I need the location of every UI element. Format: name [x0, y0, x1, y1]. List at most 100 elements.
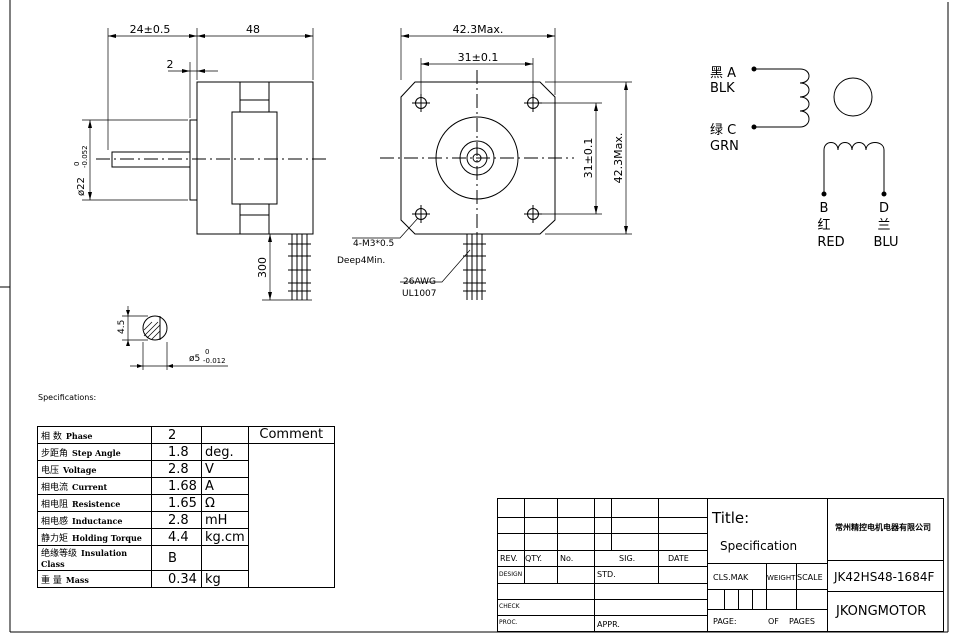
spec-unit: Ω	[201, 494, 249, 512]
spec-value: 1.8	[151, 443, 202, 461]
note-depth: Deep4Min.	[337, 256, 385, 266]
wire-c-cn: 绿 C	[710, 123, 736, 138]
note-holes: 4-M3*0.5	[353, 239, 394, 249]
wire-a-cn: 黑 A	[710, 66, 736, 81]
tb-no: No.	[560, 554, 574, 563]
spec-parameter-en: Step Angle	[72, 447, 121, 458]
tb-pages: PAGES	[789, 617, 815, 626]
dim-diameter-tol-top: 0	[73, 162, 81, 166]
spec-value: 0.34	[151, 570, 202, 588]
spec-parameter-en: Voltage	[63, 464, 97, 475]
spec-parameter-cn: 重 量	[41, 575, 62, 586]
front-view	[352, 28, 632, 300]
spec-unit: kg	[201, 570, 249, 588]
spec-comment-cell	[247, 443, 335, 588]
shaft-detail	[122, 306, 228, 370]
tb-of: OF	[768, 617, 779, 626]
spec-value: 1.65	[151, 494, 202, 512]
spec-unit: A	[201, 477, 249, 495]
spec-unit: mH	[201, 511, 249, 529]
dim-body-length: 48	[246, 23, 260, 36]
spec-parameter-en: Resistence	[72, 498, 121, 509]
wiring-diagram	[754, 68, 885, 194]
dim-diameter-text: ø22	[76, 177, 87, 196]
tb-title-value: Specification	[720, 539, 798, 553]
spec-unit	[201, 426, 249, 444]
tb-qty: QTY.	[525, 554, 542, 563]
spec-value: 2	[151, 426, 202, 444]
wire-b-cn: 红	[817, 217, 830, 233]
tb-date: DATE	[668, 554, 689, 563]
spec-parameter-cn: 绝缘等级	[41, 549, 78, 559]
tb-rev: REV.	[500, 554, 518, 563]
spec-value: 2.8	[151, 511, 202, 529]
spec-parameter-en: Insulation Class	[41, 548, 128, 569]
wire-d-letter: D	[879, 201, 889, 216]
dim-flat: 4.5	[117, 320, 127, 334]
wire-d-cn: 兰	[877, 218, 890, 233]
shaft-detail-arrows	[126, 310, 173, 368]
wire-b-letter: B	[820, 201, 829, 216]
tb-brand: JKONGMOTOR	[836, 604, 927, 619]
spec-parameter-cn: 步距角	[41, 448, 69, 459]
wire-b-en: RED	[817, 235, 844, 250]
wire-d-en: BLU	[873, 235, 898, 250]
wire-c-en: GRN	[710, 139, 739, 154]
spec-parameter-cn: 相电感	[41, 516, 69, 527]
spec-parameter-cn: 相电流	[41, 482, 69, 493]
dim-shaft-dia: ø5	[189, 354, 200, 364]
dim-shaft-tol: -0.012	[203, 357, 226, 365]
note-wire-type: UL1007	[402, 289, 437, 299]
tb-model: JK42HS48-1684F	[834, 570, 935, 584]
tb-sig: SIG.	[619, 554, 636, 563]
spec-parameter-en: Holding Torque	[72, 532, 142, 543]
front-view-arrows	[401, 34, 628, 234]
tb-proc: PROC.	[499, 619, 518, 626]
spec-parameter-en: Inductance	[72, 515, 123, 526]
spec-value: 1.68	[151, 477, 202, 495]
spec-parameter-cn: 静力矩	[41, 533, 69, 544]
dim-shaft-tol-top: 0	[205, 348, 209, 356]
dim-height: 42.3Max.	[612, 133, 625, 184]
tb-company: 常州精控电机电器有限公司	[835, 522, 931, 532]
dim-diameter: ø22 -0.052 0	[73, 145, 89, 196]
dim-shaft-length: 24±0.5	[130, 23, 171, 36]
title-block: REV. QTY. No. SIG. DATE DESIGN STD. CHEC…	[497, 498, 944, 632]
tb-page: PAGE:	[713, 617, 737, 626]
spec-parameter-cn: 电压	[41, 465, 60, 476]
dim-hole-spacing: 31±0.1	[458, 51, 499, 64]
specifications-caption: Specifications:	[38, 393, 97, 402]
spec-value: 2.8	[151, 460, 202, 478]
tb-check: CHECK	[499, 603, 520, 610]
dim-width: 42.3Max.	[453, 23, 504, 36]
spec-parameter-en: Mass	[65, 574, 89, 585]
spec-unit	[201, 545, 249, 571]
side-view-arrows	[88, 34, 313, 300]
spec-value: 4.4	[151, 528, 202, 546]
spec-unit: deg.	[201, 443, 249, 461]
dim-diameter-tol: -0.052	[81, 145, 89, 168]
tb-title-label: Title:	[712, 509, 750, 527]
spec-parameter-en: Phase	[65, 430, 93, 441]
spec-parameter-en: Current	[72, 481, 108, 492]
spec-parameter-cn: 相 数	[41, 431, 62, 442]
tb-weight: WEIGHT	[767, 574, 796, 582]
wiring-terminals	[751, 66, 887, 197]
tb-design: DESIGN	[499, 571, 523, 578]
tb-std: STD.	[597, 570, 616, 579]
tb-scale: SCALE	[797, 573, 823, 582]
